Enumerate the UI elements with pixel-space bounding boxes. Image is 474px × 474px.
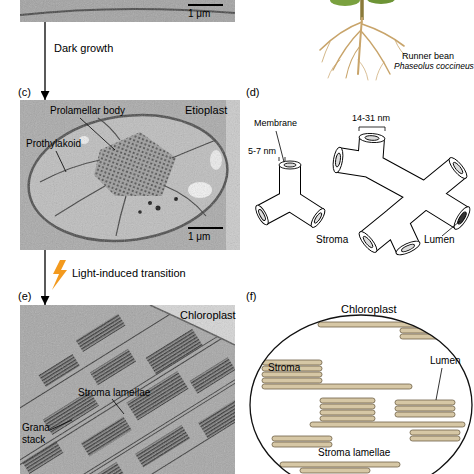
etioplast-micrograph: Prolamellar body EtioplastProthylakoid 1 μ…: [20, 100, 240, 250]
species-name: Phaseolus coccineus: [394, 62, 474, 72]
part-label: Prothylakoid: [26, 138, 81, 150]
part-label: Stroma lamellae: [78, 387, 158, 399]
transition-arrow: [44, 250, 45, 305]
part-label: Chloroplast: [341, 303, 397, 316]
arrow-label: Light-induced transition: [72, 267, 186, 280]
part-label: Etioplast: [185, 104, 227, 117]
part-label: Chloroplast: [180, 309, 236, 322]
part-label: Grana stack: [22, 422, 62, 445]
chloroplast-schematic: ChloroplastStroma LumenStroma lamellae: [248, 300, 474, 474]
part-label: Lumen: [424, 234, 455, 246]
part-label: Prolamellar body: [50, 105, 125, 117]
transition-arrow: [44, 22, 45, 100]
chloroplast-micrograph: ChloroplastStroma lamellaeGrana stack: [20, 305, 235, 474]
arrow-label: Dark growth: [54, 42, 113, 55]
part-label: Stroma: [268, 362, 300, 374]
part-label: Membrane: [254, 118, 297, 128]
part-label: 1 μm: [188, 231, 210, 243]
micrograph-panel: 1 μm: [20, 0, 235, 22]
part-label: Stroma lamellae: [318, 447, 390, 459]
dimension-label: 5-7 nm: [248, 146, 276, 156]
panel-letter: (e): [18, 290, 31, 303]
panel-letter: (c): [18, 86, 31, 99]
common-name: Runner bean: [402, 51, 454, 61]
part-label: Lumen: [430, 355, 461, 367]
panel-letter: (d): [246, 86, 259, 99]
dimension-label: 14-31 nm: [352, 113, 390, 123]
part-label: Stroma: [316, 234, 348, 246]
part-label: 1 μm: [188, 8, 210, 20]
panel-letter: (f): [246, 290, 256, 303]
